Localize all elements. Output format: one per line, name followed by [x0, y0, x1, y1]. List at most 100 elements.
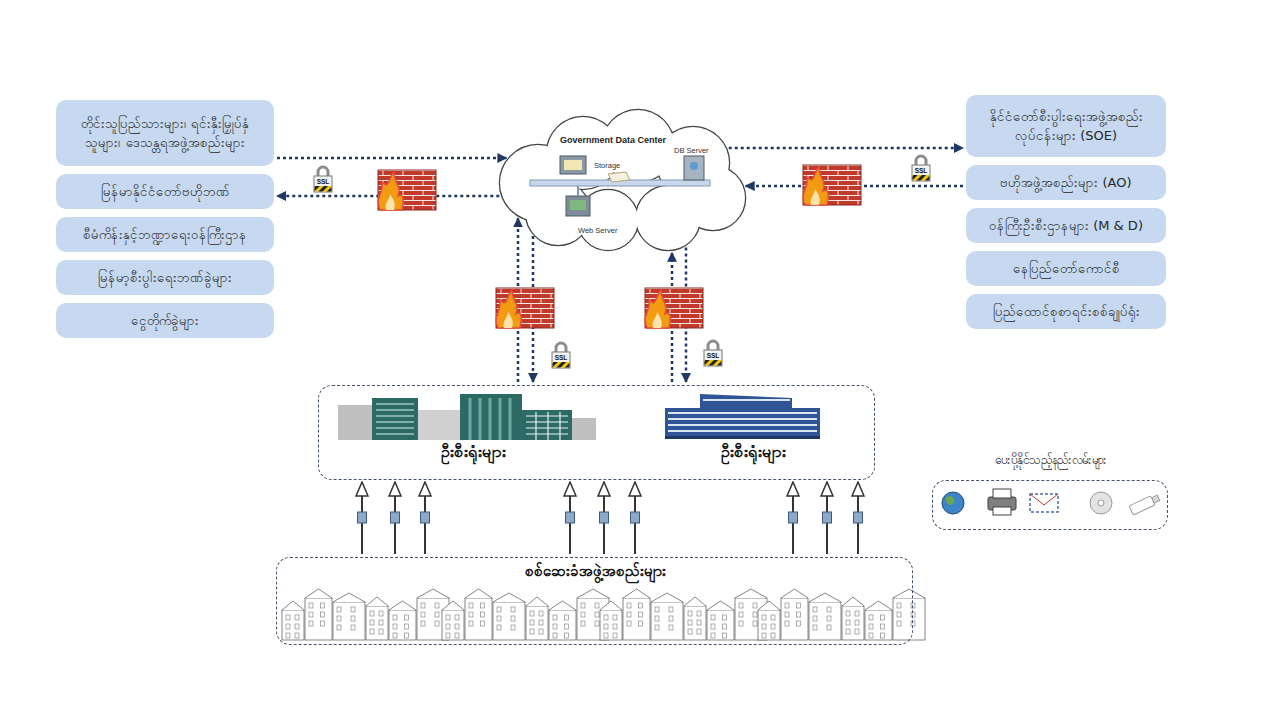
art-shape: [854, 512, 863, 523]
art-shape: [753, 621, 757, 626]
townhouse: [305, 589, 332, 640]
art-shape: [707, 601, 734, 610]
art-shape: [470, 398, 510, 440]
art-shape: [526, 412, 568, 440]
art-shape: [688, 611, 692, 616]
art-shape: [893, 598, 925, 640]
art-shape: [405, 624, 409, 629]
art-shape: [376, 404, 414, 434]
art-shape: [762, 633, 766, 638]
art-shape: [442, 610, 464, 640]
art-shape: [1090, 492, 1112, 514]
art-shape: [565, 633, 569, 638]
entity-box: ဗဟိုအဖွဲ့အစည်းများ (AO): [966, 165, 1166, 200]
node-label: စစ်ဆေးခံအဖွဲ့အစည်းများ: [525, 561, 666, 582]
entity-box: မြန်မာ့စီးပွါးရေးဘဏ်ခွဲများ: [56, 260, 274, 295]
art-shape: [993, 507, 1011, 515]
art-shape: [417, 589, 449, 598]
art-shape: [455, 624, 459, 629]
lock-icon: [314, 167, 332, 192]
art-shape: [481, 603, 485, 608]
art-shape: [604, 624, 608, 629]
art-shape: [809, 593, 841, 602]
art-shape: [309, 621, 313, 626]
art-shape: [613, 633, 617, 638]
cloud-shape: [488, 108, 750, 248]
art-shape: [455, 615, 459, 620]
townhouse: [549, 601, 576, 640]
art-shape: [669, 616, 673, 621]
art-shape: [697, 611, 701, 616]
art-shape: [688, 620, 692, 625]
townhouse: [493, 593, 525, 640]
art-shape: [455, 633, 459, 638]
art-shape: [446, 624, 450, 629]
art-shape: [711, 615, 715, 620]
art-shape: [785, 603, 789, 608]
art-shape: [321, 621, 325, 626]
art-shape: [321, 612, 325, 617]
data-center-cloud: Government Data CenterStorageDB ServerWe…: [488, 108, 750, 248]
townhouse: [442, 601, 464, 640]
art-shape: [897, 612, 901, 617]
art-shape: [946, 496, 954, 505]
art-shape: [351, 607, 355, 612]
node-label: Web Server: [578, 226, 617, 235]
node-label: မြန်မာနိုင်ငံတော်ဗဟိုဘဏ်: [101, 182, 230, 202]
entity-box: နိုင်ငံတော်စီးပွါးရေးအဖွဲ့အစည်း လုပ်ငန်း…: [966, 95, 1166, 157]
art-shape: [723, 624, 727, 629]
entity-box: မြန်မာနိုင်ငံတော်ဗဟိုဘဏ်: [56, 174, 274, 209]
art-shape: [993, 489, 1011, 498]
art-shape: [393, 633, 397, 638]
art-shape: [469, 621, 473, 626]
art-shape: [809, 602, 841, 640]
art-shape: [842, 597, 864, 606]
art-shape: [530, 629, 534, 634]
art-shape: [897, 621, 901, 626]
art-shape: [707, 610, 734, 640]
art-shape: [282, 610, 304, 640]
art-shape: [333, 602, 365, 640]
firewall-icon: [645, 288, 703, 328]
art-shape: [627, 603, 631, 608]
art-shape: [595, 603, 599, 608]
art-shape: [697, 629, 701, 634]
art-shape: [842, 606, 864, 640]
lock-icon: [704, 341, 722, 366]
art-shape: [497, 625, 501, 630]
entity-box: ပြည်ထောင်စုစာရင်းစစ်ချုပ်ရုံး: [966, 294, 1166, 329]
art-shape: [781, 589, 808, 598]
art-shape: [739, 603, 743, 608]
art-shape: [723, 633, 727, 638]
art-shape: [789, 512, 798, 523]
group-band: ပေးပို့နိုင်သည့်နည်းလမ်းများ: [932, 480, 1168, 530]
node-label: ဗဟိုအဖွဲ့အစည်းများ (AO): [1000, 173, 1131, 193]
art-shape: [565, 615, 569, 620]
node-label: Storage: [594, 161, 620, 170]
art-shape: [771, 624, 775, 629]
art-shape: [337, 607, 341, 612]
townhouse: [684, 597, 706, 640]
art-shape: [762, 624, 766, 629]
art-shape: [651, 602, 683, 640]
art-shape: [1030, 494, 1058, 505]
townhouse: [842, 597, 864, 640]
art-shape: [497, 616, 501, 621]
art-shape: [613, 615, 617, 620]
townhouse: [893, 589, 925, 640]
art-shape: [577, 598, 609, 640]
art-shape: [684, 597, 706, 606]
art-shape: [855, 620, 859, 625]
art-shape: [372, 398, 418, 440]
art-shape: [553, 624, 557, 629]
art-shape: [855, 611, 859, 616]
townhouse: [651, 593, 683, 640]
art-shape: [897, 603, 901, 608]
art-shape: [668, 400, 817, 431]
art-shape: [865, 610, 892, 640]
firewall-icon: [496, 288, 554, 328]
art-shape: [421, 603, 425, 608]
art-shape: [446, 633, 450, 638]
art-shape: [639, 612, 643, 617]
